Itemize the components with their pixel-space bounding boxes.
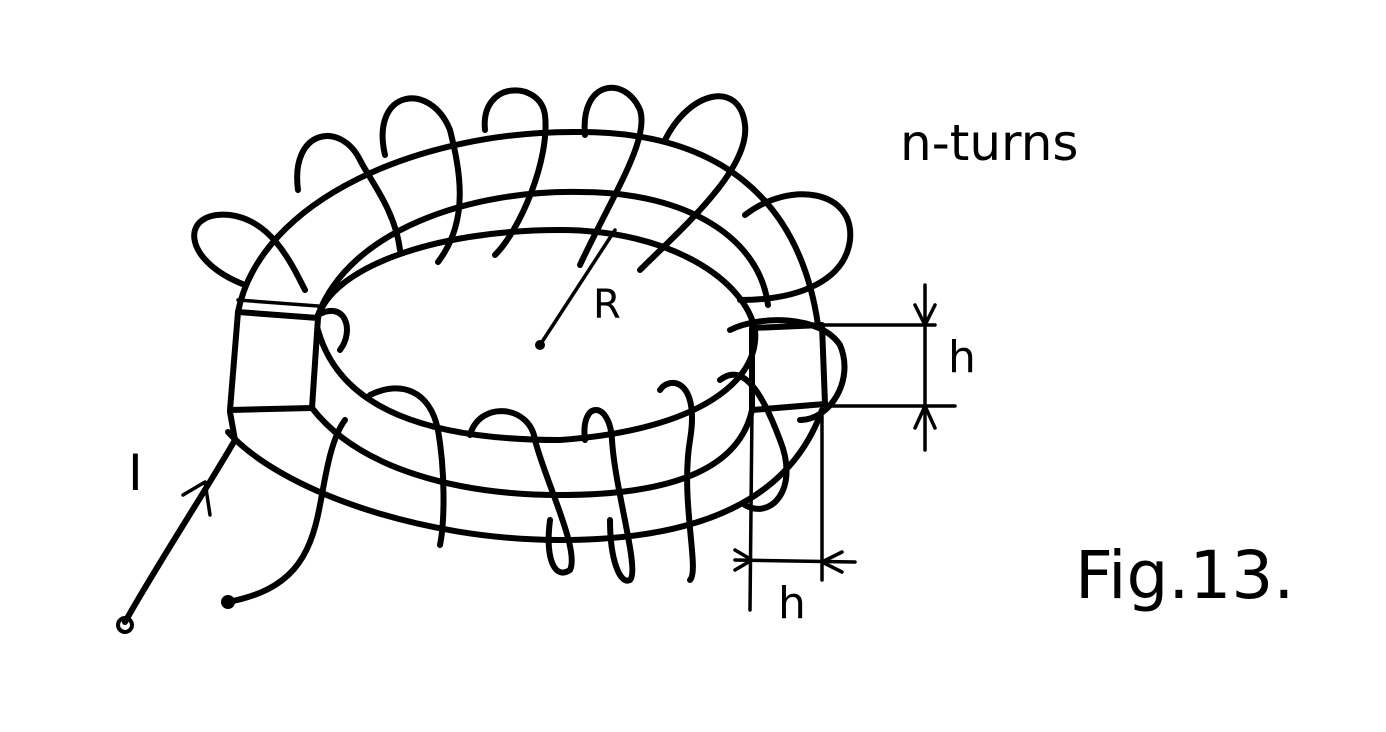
winding-right-inner bbox=[727, 317, 848, 423]
winding-top-4 bbox=[481, 87, 549, 258]
figure-caption: Fig.13. bbox=[1075, 537, 1294, 614]
winding-top-1 bbox=[191, 211, 308, 293]
width-ext-left bbox=[748, 408, 754, 612]
width-dimension-line bbox=[733, 558, 857, 564]
winding-top-6 bbox=[637, 93, 749, 273]
left-section-top bbox=[236, 298, 320, 308]
terminal-filled bbox=[221, 595, 235, 609]
height-arrow-top bbox=[913, 303, 937, 327]
radius-line bbox=[538, 228, 617, 347]
width-arrow-left bbox=[733, 548, 754, 572]
winding-top-2 bbox=[294, 133, 403, 253]
winding-bottom-4 bbox=[657, 379, 696, 583]
lead-wire-left bbox=[122, 409, 238, 625]
winding-bottom-3 bbox=[581, 407, 636, 584]
center-dot bbox=[535, 340, 545, 350]
current-label: I bbox=[128, 444, 143, 502]
winding-bottom-5 bbox=[717, 371, 790, 512]
winding-top-3 bbox=[379, 95, 463, 265]
toroid-outer-edge bbox=[235, 128, 821, 328]
toroid-top-face-edge bbox=[315, 188, 771, 318]
radius-label: R bbox=[593, 282, 621, 328]
height-arrow-bottom bbox=[913, 404, 937, 430]
winding-top-5 bbox=[577, 84, 645, 268]
height-label: h bbox=[948, 332, 976, 383]
turns-label: n-turns bbox=[900, 114, 1078, 172]
winding-top-7 bbox=[737, 191, 854, 303]
terminal-open bbox=[116, 616, 134, 634]
lead-wire-right bbox=[225, 417, 348, 605]
current-arrow bbox=[181, 480, 212, 517]
winding-left-inner bbox=[315, 307, 350, 353]
left-cross-section bbox=[227, 309, 321, 413]
toroid-front-middle-edge bbox=[309, 405, 755, 498]
width-label: h bbox=[778, 578, 806, 629]
toroid-front-lower-edge bbox=[225, 407, 825, 543]
width-arrow-right bbox=[820, 550, 844, 574]
winding-bottom-2 bbox=[467, 408, 575, 576]
winding-bottom-1 bbox=[367, 385, 447, 548]
